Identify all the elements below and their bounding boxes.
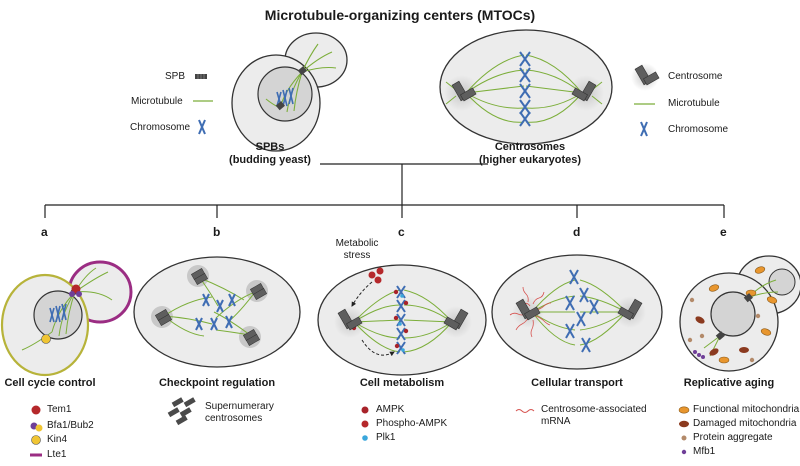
diagram-title: Microtubule-organizing centers (MTOCs) [264,7,536,23]
legend-supernumerary-line1: Supernumerary [205,401,274,412]
centrosome-label: Centrosomes (higher eukaryotes) [460,141,600,167]
tree-connectors [44,163,725,218]
legend-lte1: Lte1 [47,449,67,460]
panel-e-letter: e [720,225,727,239]
panel-a-illustration [0,260,133,377]
chromosome-legend-icon-right [640,121,648,137]
left-legend-spb: SPB [165,71,186,82]
panel-e-title: Replicative aging [683,377,775,389]
left-legend-chromosome: Chromosome [130,122,191,133]
panel-e-legend-icons [678,406,690,455]
mfb1-icon [681,449,687,455]
spb-label-line2: (budding yeast) [229,154,311,166]
metabolic-stress-line2: stress [343,250,371,261]
centrosome-cell-illustration [439,29,613,145]
panel-b-letter: b [213,225,221,239]
centrosome-label-line2: (higher eukaryotes) [478,154,582,166]
ampk-icon [361,406,369,414]
legend-tem1: Tem1 [47,404,72,415]
panel-a-letter: a [41,225,48,239]
panel-a-legend-icons [30,405,43,457]
panel-b-title: Checkpoint regulation [158,377,276,389]
phospho-ampk-icon [361,420,369,428]
panel-c-title: Cell metabolism [359,377,445,389]
metabolic-stress-line1: Metabolic [335,238,379,249]
right-legend-centrosome: Centrosome [668,71,723,82]
panel-d-letter: d [573,225,581,239]
metabolic-stress-annotation: Metabolic stress [322,238,392,262]
left-legend-microtubule: Microtubule [131,96,183,107]
plk1-icon [362,435,368,441]
mrna-icon [515,409,535,413]
panel-a-title: Cell cycle control [4,377,96,389]
legend-ampk: AMPK [376,404,405,415]
tem1-icon [31,405,41,415]
right-legend-chromosome: Chromosome [668,124,729,135]
legend-mrna-line2: mRNA [541,416,571,427]
right-legend-microtubule: Microtubule [668,98,720,109]
spb-icon [195,74,207,79]
panel-e-illustration [679,255,800,372]
damaged-mitochondria-icon [679,420,689,428]
panel-c-legend-icons [361,406,369,441]
panel-c-illustration [317,264,487,376]
left-legend-icons [193,74,213,135]
legend-damaged-mitochondria: Damaged mitochondria [693,418,797,429]
panel-c-letter: c [398,225,405,239]
legend-centrosome-associated-mrna: Centrosome-associated mRNA [541,404,647,428]
centrosome-legend-icon [631,63,660,91]
right-legend-icons [631,63,660,137]
panel-d-title: Cellular transport [531,377,623,389]
functional-mitochondria-icon [678,406,690,414]
legend-supernumerary-centrosomes: Supernumerary centrosomes [205,401,274,425]
protein-aggregate-icon [681,435,687,441]
legend-protein-aggregate: Protein aggregate [693,432,773,443]
supernumerary-centrosomes-icon [167,397,196,426]
legend-bfa1-bub2: Bfa1/Bub2 [47,420,94,431]
legend-plk1: Plk1 [376,432,396,443]
legend-mfb1: Mfb1 [693,446,716,457]
panel-d-illustration [491,254,663,370]
chromosome-legend-icon [198,119,206,135]
yeast-cell-illustration [231,32,348,152]
spb-label: SPBs (budding yeast) [215,141,325,167]
centrosome-label-line1: Centrosomes [494,141,566,153]
legend-phospho-ampk: Phospho-AMPK [376,418,448,429]
bfa1-bub2-icon [30,422,43,432]
legend-supernumerary-line2: centrosomes [205,413,263,424]
legend-functional-mitochondria: Functional mitochondria [693,404,800,415]
legend-kin4: Kin4 [47,434,68,445]
spb-label-line1: SPBs [255,141,285,153]
legend-mrna-line1: Centrosome-associated [541,404,647,415]
kin4-icon [31,435,41,445]
panel-b-illustration [133,256,301,368]
